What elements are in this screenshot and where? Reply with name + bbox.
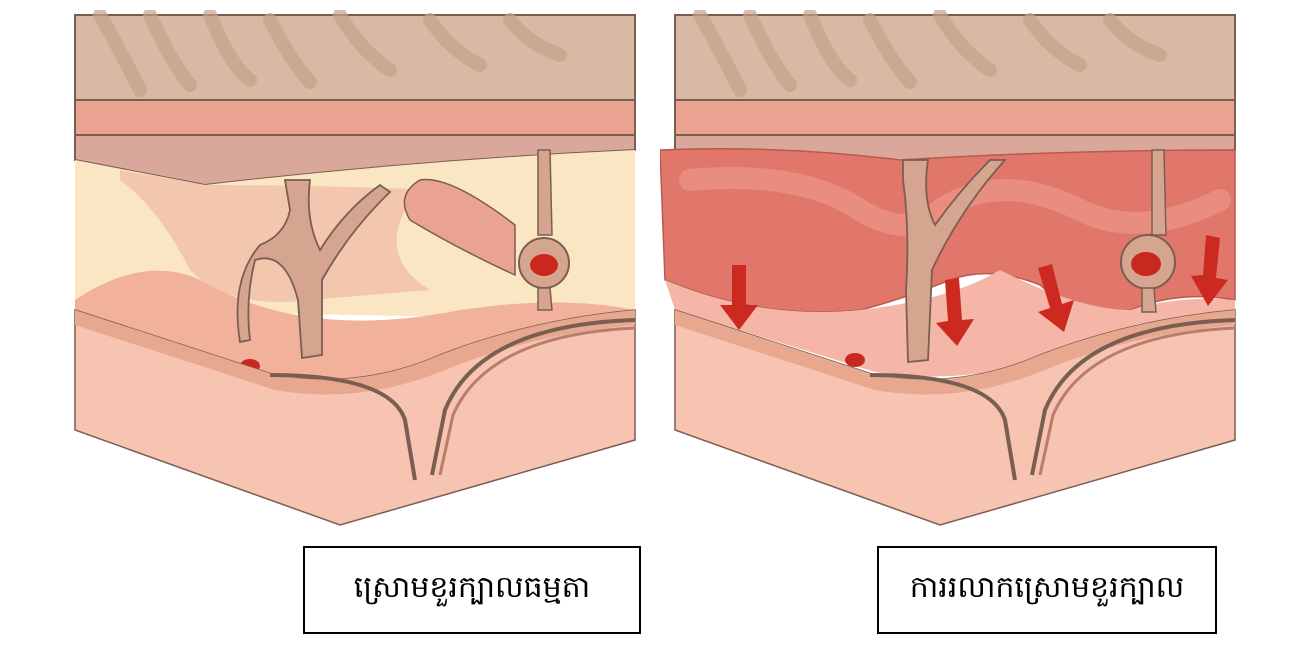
caption-meningitis-text: ការរលាកស្រោមខួរក្បាល [909,570,1185,605]
pia-surface [75,270,635,380]
normal-meninges-svg [74,10,636,526]
inflammation-arrows [720,235,1228,346]
arachnoid-trabecula [236,179,392,360]
dura-layer [674,99,1236,136]
down-arrow-icon [936,278,974,346]
dura-layer [74,99,636,136]
small-vessel-blood [845,353,865,367]
vessel-stalk-lower [1141,287,1157,313]
caption-normal-text: ស្រោមខួរក្បាលធម្មតា [353,570,591,605]
skull-pattern [93,10,567,97]
sulcus-left [269,373,417,481]
inflamed-highlight [679,167,1231,236]
down-arrow-icon [1038,264,1074,332]
sulcus-right [430,318,636,476]
vessel-blood [1131,252,1161,276]
meningitis-svg [660,10,1236,526]
sulcus-left [869,373,1017,481]
brain-block-top [675,310,1235,395]
blood-vessel-tube [403,178,516,277]
brain-block-top [75,310,635,395]
arachnoid-trabecula [902,159,1008,363]
vessel-stalk [1151,149,1167,236]
down-arrow-icon [1191,235,1228,306]
sulcus-inner [438,326,636,476]
caption-normal-meninges: ស្រោមខួរក្បាលធម្មតា [303,546,641,634]
meningitis-illustration [660,10,1240,530]
vessel-blood [530,254,558,276]
down-arrow-icon [720,265,758,330]
vessel-stalk-lower [537,287,553,311]
normal-meninges-illustration [60,10,640,530]
skull-pattern [693,10,1167,97]
vessel-stalk [537,149,553,236]
sulcus-right [1030,318,1236,476]
sulcus-inner [1038,326,1236,476]
caption-meningitis: ការរលាកស្រោមខួរក្បាល [877,546,1217,634]
